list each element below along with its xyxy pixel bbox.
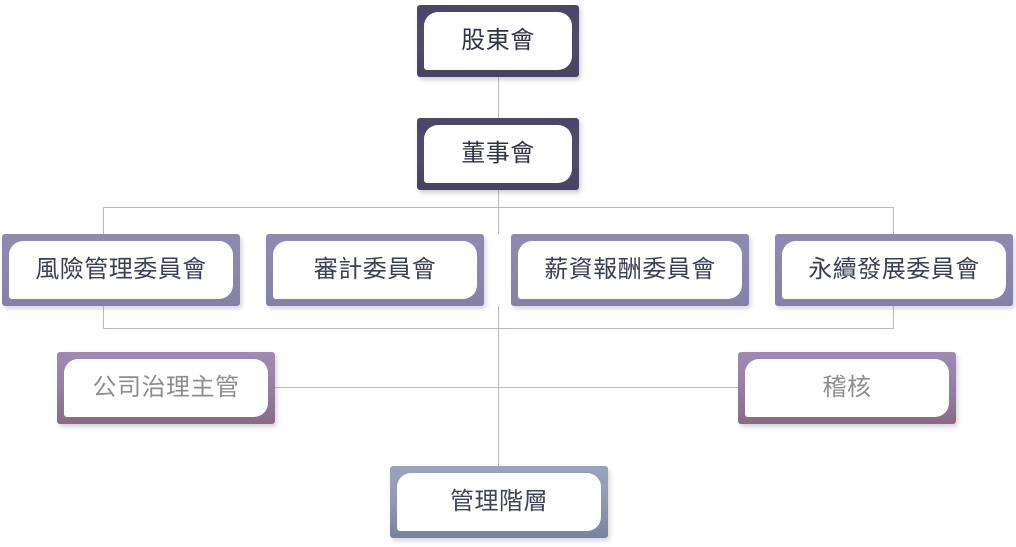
connector-rise-sustainable [893,306,894,329]
connector-link-internal-audit [498,387,739,388]
org-node-face-gov-officer: 公司治理主管 [64,359,268,417]
connector-link-gov-officer [275,387,499,388]
org-node-face-internal-audit: 稽核 [745,359,949,417]
org-node-compensation[interactable]: 薪資報酬委員會 [511,234,749,306]
org-node-label-internal-audit: 稽核 [822,374,872,401]
org-node-management[interactable]: 管理階層 [390,466,608,538]
connector-spine-shareholders-board [498,77,499,118]
org-node-audit-cmte[interactable]: 審計委員會 [266,234,484,306]
org-node-face-sustainable: 永續發展委員會 [782,241,1006,299]
connector-spine-bus-staff [498,306,499,466]
org-node-label-audit-cmte: 審計委員會 [313,256,437,283]
org-node-face-management: 管理階層 [397,473,601,531]
org-node-risk[interactable]: 風險管理委員會 [2,234,240,306]
org-node-board[interactable]: 董事會 [417,118,579,190]
connector-spine-board-bus [498,190,499,234]
org-node-label-shareholders: 股東會 [461,27,535,54]
org-node-face-board: 董事會 [424,125,572,183]
org-node-face-compensation: 薪資報酬委員會 [518,241,742,299]
connector-rise-risk [103,306,104,329]
connector-drop-sustainable [893,207,894,235]
org-node-internal-audit[interactable]: 稽核 [738,352,956,424]
org-node-face-audit-cmte: 審計委員會 [273,241,477,299]
org-node-face-risk: 風險管理委員會 [9,241,233,299]
org-node-face-shareholders: 股東會 [424,12,572,70]
org-node-label-sustainable: 永續發展委員會 [808,256,980,283]
org-node-gov-officer[interactable]: 公司治理主管 [57,352,275,424]
connector-drop-risk [103,207,104,235]
org-node-shareholders[interactable]: 股東會 [417,5,579,77]
org-node-label-board: 董事會 [461,140,535,167]
org-node-label-gov-officer: 公司治理主管 [92,374,240,401]
org-node-label-risk: 風險管理委員會 [35,256,207,283]
org-node-label-management: 管理階層 [450,488,548,515]
connector-bus-committees-top [103,207,894,208]
org-node-label-compensation: 薪資報酬委員會 [544,256,716,283]
org-node-sustainable[interactable]: 永續發展委員會 [775,234,1013,306]
